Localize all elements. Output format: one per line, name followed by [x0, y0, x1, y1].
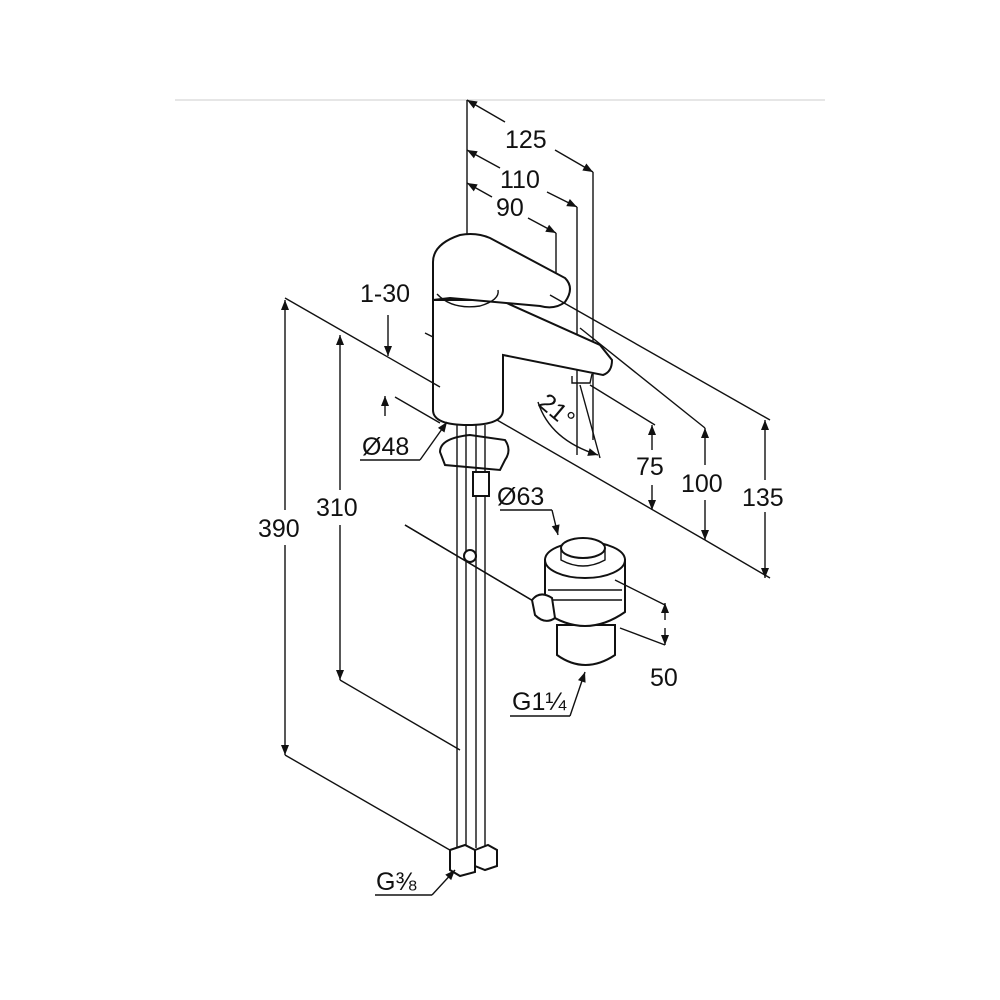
dimension-135: 135: [742, 420, 784, 578]
svg-text:135: 135: [742, 484, 784, 512]
dimension-50: 50: [614, 579, 678, 692]
svg-text:1-30: 1-30: [360, 280, 410, 308]
deck-lines: [284, 294, 771, 579]
svg-text:110: 110: [500, 166, 540, 194]
svg-text:75: 75: [636, 453, 664, 481]
svg-text:125: 125: [505, 126, 547, 154]
svg-text:Ø48: Ø48: [362, 433, 409, 461]
dimension-390: 390: [258, 300, 456, 854]
dimension-75: 75: [636, 425, 664, 510]
svg-text:310: 310: [316, 494, 358, 522]
drain-thread-label: G1¼: [510, 671, 586, 717]
dimension-310: 310: [316, 335, 461, 751]
dimension-100: 100: [681, 428, 723, 540]
svg-text:G1¼: G1¼: [512, 688, 567, 716]
dimension-125: 125: [466, 99, 594, 440]
svg-text:21°: 21°: [533, 388, 580, 434]
pop-up-drain: [530, 537, 626, 666]
svg-text:Ø63: Ø63: [497, 483, 544, 511]
hose-thread-label: G⅜: [375, 868, 456, 896]
dimension-110: 110: [466, 149, 578, 455]
faucet-body: [424, 233, 614, 427]
mounting-and-hoses: [404, 425, 541, 878]
svg-text:100: 100: [681, 470, 723, 498]
dimension-diameter-63: Ø63: [497, 483, 560, 536]
svg-text:390: 390: [258, 515, 300, 543]
svg-text:G⅜: G⅜: [376, 868, 416, 896]
svg-text:50: 50: [650, 664, 678, 692]
svg-text:90: 90: [496, 194, 524, 222]
dimension-1-30: 1-30: [360, 280, 410, 416]
dimension-diameter-48: Ø48: [360, 421, 448, 461]
dimension-90: 90: [466, 182, 557, 300]
